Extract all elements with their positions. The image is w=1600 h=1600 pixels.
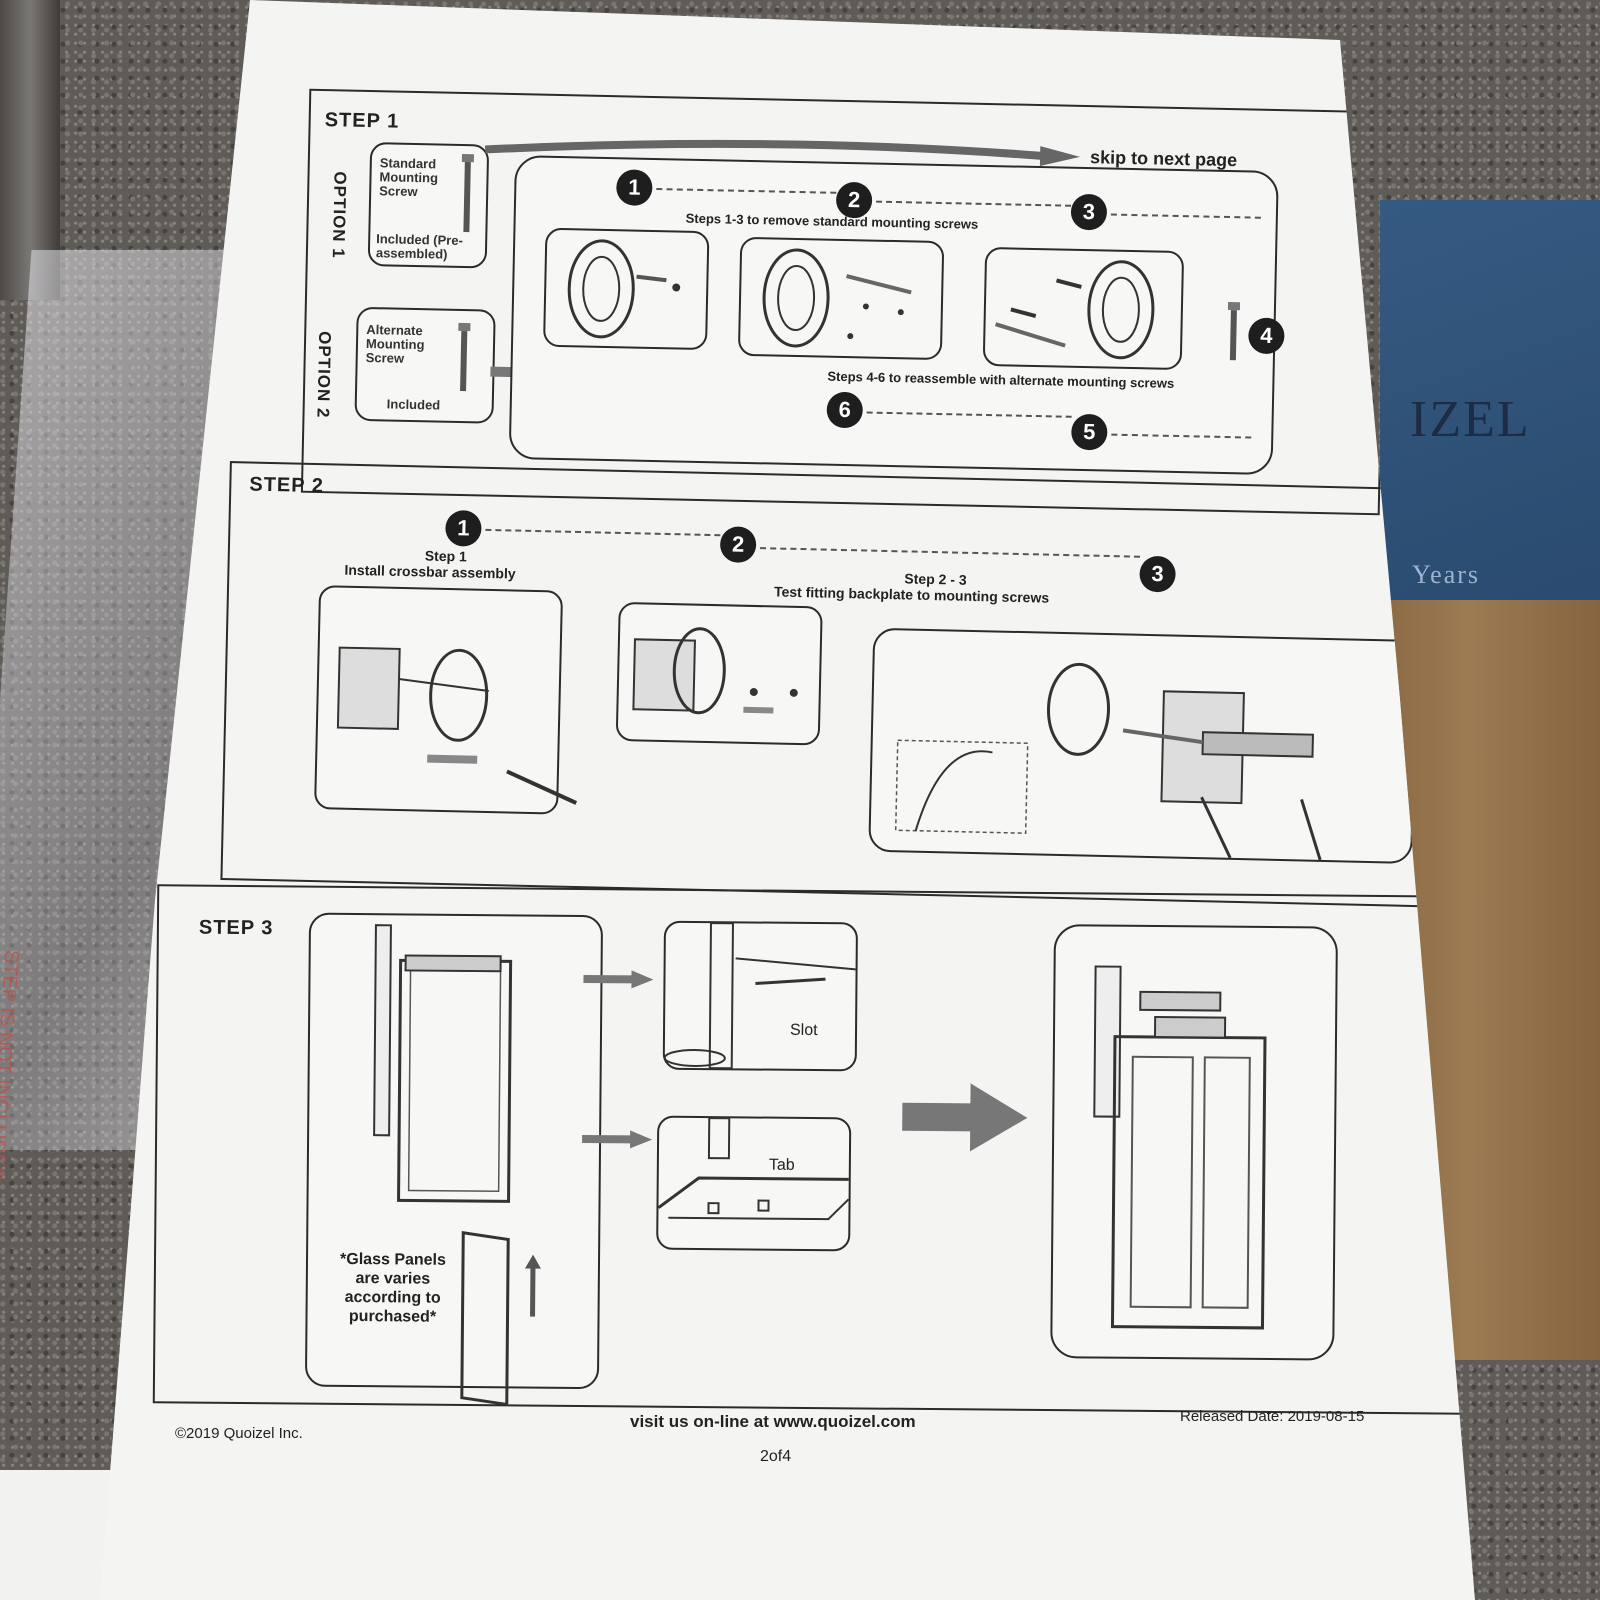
- screw-icon: [461, 153, 475, 233]
- instruction-sheet: STEP 1 OPTION 1 OPTION 2 Standard Mounti…: [100, 0, 1475, 1600]
- number-badge: 3: [1139, 555, 1176, 593]
- backplate-fitting-diagram: [615, 601, 823, 746]
- glass-panel-note: *Glass Panels are varies according to pu…: [340, 1250, 447, 1326]
- step3-section: STEP 3 *Glass Panels are varies accordin…: [152, 884, 1472, 1415]
- result-arrow: [902, 1083, 1028, 1152]
- number-badge: 5: [1070, 413, 1108, 451]
- step2-sub1-text: Install crossbar assembly: [344, 561, 516, 582]
- slot-label: Slot: [789, 1021, 818, 1040]
- finished-lantern-box: [1050, 924, 1338, 1361]
- step2-sub2-title: Step 2 - 3: [904, 570, 967, 588]
- website-link[interactable]: visit us on-line at www.quoizel.com: [630, 1412, 916, 1431]
- alternate-screw-label: Alternate Mounting Screw: [365, 321, 425, 366]
- option2-label: OPTION 2: [313, 330, 335, 419]
- step-connector: [485, 528, 721, 537]
- step1-label: STEP 1: [324, 109, 400, 133]
- number-badge: 1: [445, 509, 482, 547]
- number-badge: 1: [615, 169, 653, 206]
- step2-label: STEP 2: [249, 473, 325, 498]
- skip-arrow: [484, 139, 1081, 167]
- step-connector: [656, 188, 837, 194]
- step2-sub2-text: Test fitting backplate to mounting screw…: [773, 583, 1050, 606]
- detail-arrows: [582, 970, 654, 1149]
- number-badge: 2: [719, 526, 757, 564]
- step-connector: [760, 547, 1140, 558]
- slot-detail-box: Slot: [662, 920, 858, 1072]
- page-number: 2of4: [760, 1448, 792, 1465]
- number-badge: 3: [1070, 193, 1108, 231]
- blue-shopping-bag: IZEL Years: [1380, 200, 1600, 620]
- crossbar-diagram-2: [737, 236, 945, 361]
- tab-detail-box: Tab: [656, 1115, 852, 1252]
- step-connector: [1111, 433, 1252, 439]
- backplate-mount-diagram: [868, 627, 1418, 864]
- copyright: ©2019 Quoizel Inc.: [175, 1425, 303, 1442]
- step1-section: STEP 1 OPTION 1 OPTION 2 Standard Mounti…: [300, 88, 1389, 516]
- step2-section: STEP 2 1 2 3 Step 1 Install crossbar ass…: [220, 461, 1464, 908]
- step-connector: [876, 200, 1072, 207]
- step-connector: [866, 411, 1072, 418]
- screw-icon: [1227, 302, 1241, 361]
- option1-screw-box: Standard Mounting Screw Included (Pre-as…: [367, 142, 490, 269]
- step2-sub1-title: Step 1: [424, 547, 468, 565]
- option1-label: OPTION 1: [328, 171, 350, 259]
- bag-years-text: Years: [1412, 560, 1481, 589]
- tab-label: Tab: [768, 1156, 795, 1174]
- crossbar-diagram-3: [982, 246, 1185, 371]
- step-connector: [1110, 213, 1261, 219]
- steps-remove-caption: Steps 1-3 to remove standard mounting sc…: [685, 210, 979, 232]
- option2-screw-box: Alternate Mounting Screw Included: [354, 306, 496, 424]
- option2-included: Included: [386, 396, 441, 413]
- number-badge: 4: [1248, 317, 1285, 355]
- screw-icon: [458, 322, 471, 392]
- number-badge: 6: [826, 391, 864, 429]
- option1-included: Included (Pre-assembled): [375, 231, 464, 262]
- step3-label: STEP 3: [198, 916, 274, 940]
- screw-procedure-box: 1 2 3 4 5 6 Steps 1-3 to remove standard…: [508, 155, 1285, 476]
- bag-brand-text: IZEL: [1410, 391, 1531, 448]
- lantern-assembly-box: *Glass Panels are varies according to pu…: [304, 912, 604, 1407]
- crossbar-diagram-1: [542, 227, 710, 351]
- standard-screw-label: Standard Mounting Screw: [379, 155, 439, 200]
- steps-reassemble-caption: Steps 4-6 to reassemble with alternate m…: [827, 368, 1175, 391]
- crossbar-install-diagram: [314, 585, 578, 815]
- plastic-bag-print: STEP IS NOT INCLUDED: [0, 950, 23, 1182]
- released-date: Released Date: 2019-08-15: [1180, 1408, 1365, 1425]
